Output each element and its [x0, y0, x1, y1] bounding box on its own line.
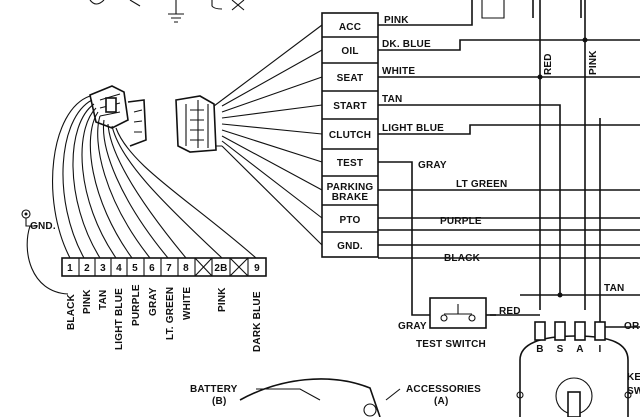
- terminal-wire-label-2b: PINK: [217, 287, 228, 312]
- wire-label-test: GRAY: [418, 160, 447, 171]
- accessories-code: (A): [434, 396, 448, 407]
- wire-label-clutch: LIGHT BLUE: [382, 123, 444, 134]
- terminal-wire-label-4: LIGHT BLUE: [114, 288, 125, 350]
- battery-code: (B): [212, 396, 226, 407]
- wire-label-pink-vertical: PINK: [588, 50, 599, 75]
- socket-connector: [175, 95, 223, 153]
- wire-label-parking-brake: LT GREEN: [456, 179, 507, 190]
- terminal-number-2b: 2B: [214, 263, 227, 274]
- terminal-number-4: 4: [116, 263, 122, 274]
- module-label-start: START: [333, 101, 367, 112]
- terminal-wire-label-1: BLACK: [66, 293, 77, 330]
- module-output-wires: [378, 0, 640, 328]
- wire-label-pto: PURPLE: [440, 216, 482, 227]
- terminal-wire-label-2: PINK: [82, 289, 93, 314]
- terminal-strip: 1 2 3 4 5 6 7 8 2B 9: [61, 257, 267, 277]
- terminal-wire-label-8: WHITE: [182, 287, 193, 320]
- terminal-number-8: 8: [183, 263, 189, 274]
- harness-wires: [52, 95, 257, 259]
- module-label-test: TEST: [337, 158, 363, 169]
- wire-label-red-vertical: RED: [543, 53, 554, 75]
- wire-label-oil: DK. BLUE: [382, 39, 431, 50]
- module-label-pto: PTO: [340, 215, 361, 226]
- test-switch-title: TEST SWITCH: [416, 339, 486, 350]
- connector-fan-wires: [221, 24, 323, 246]
- module-label-parking-brake-line-2: BRAKE: [332, 192, 369, 203]
- terminal-wire-label-7: LT. GREEN: [165, 287, 176, 340]
- terminal-number-1: 1: [67, 263, 73, 274]
- terminal-number-7: 7: [166, 263, 172, 274]
- ignition-label-line-1: KE: [627, 372, 640, 383]
- ignition-terminal-i: I: [599, 344, 602, 355]
- wire-label-start: TAN: [382, 94, 402, 105]
- battery-label: BATTERY: [190, 384, 238, 395]
- wire-label-acc: PINK: [384, 15, 409, 26]
- terminal-number-3: 3: [100, 263, 106, 274]
- terminal-wire-label-5: PURPLE: [131, 284, 142, 326]
- test-switch-gray-label: GRAY: [398, 321, 427, 332]
- module-label-gnd: GND.: [337, 241, 363, 252]
- bottom-callouts: BATTERY (B) ACCESSORIES (A): [190, 378, 481, 417]
- terminal-number-9: 9: [254, 263, 260, 274]
- ignition-switch: B S A I KE SW: [516, 321, 640, 417]
- ground-symbol: GND.: [21, 209, 69, 295]
- wire-label-tan-right: TAN: [604, 283, 624, 294]
- terminal-wire-label-6: GRAY: [148, 287, 159, 316]
- module-label-acc: ACC: [339, 22, 361, 33]
- accessories-label: ACCESSORIES: [406, 384, 481, 395]
- test-switch: GRAY RED TEST SWITCH: [398, 297, 521, 350]
- module-label-seat: SEAT: [337, 73, 364, 84]
- module-label-oil: OIL: [341, 46, 358, 57]
- module-label-clutch: CLUTCH: [329, 130, 371, 141]
- terminal-wire-label-9: DARK BLUE: [252, 291, 263, 352]
- terminal-wire-labels: BLACK PINK TAN LIGHT BLUE PURPLE GRAY LT…: [66, 284, 263, 352]
- ignition-label-line-2: SW: [627, 386, 640, 397]
- wire-label-gnd: BLACK: [444, 253, 481, 264]
- ignition-terminal-s: S: [557, 344, 564, 355]
- module-label-parking-brake-line-1: PARKING: [327, 182, 374, 193]
- ignition-terminal-a: A: [576, 344, 583, 355]
- terminal-number-2: 2: [84, 263, 90, 274]
- ignition-terminal-b: B: [536, 344, 543, 355]
- test-switch-red-label: RED: [499, 306, 521, 317]
- wire-label-seat: WHITE: [382, 66, 415, 77]
- wire-color-labels: PINK DK. BLUE WHITE TAN LIGHT BLUE GRAY …: [382, 15, 640, 332]
- wire-label-or-right: OR: [624, 321, 640, 332]
- terminal-number-6: 6: [149, 263, 155, 274]
- terminal-wire-label-3: TAN: [98, 290, 109, 310]
- plug-connector: [89, 85, 147, 147]
- top-fragments: [89, 0, 582, 23]
- ground-label: GND.: [30, 221, 56, 232]
- terminal-number-5: 5: [132, 263, 138, 274]
